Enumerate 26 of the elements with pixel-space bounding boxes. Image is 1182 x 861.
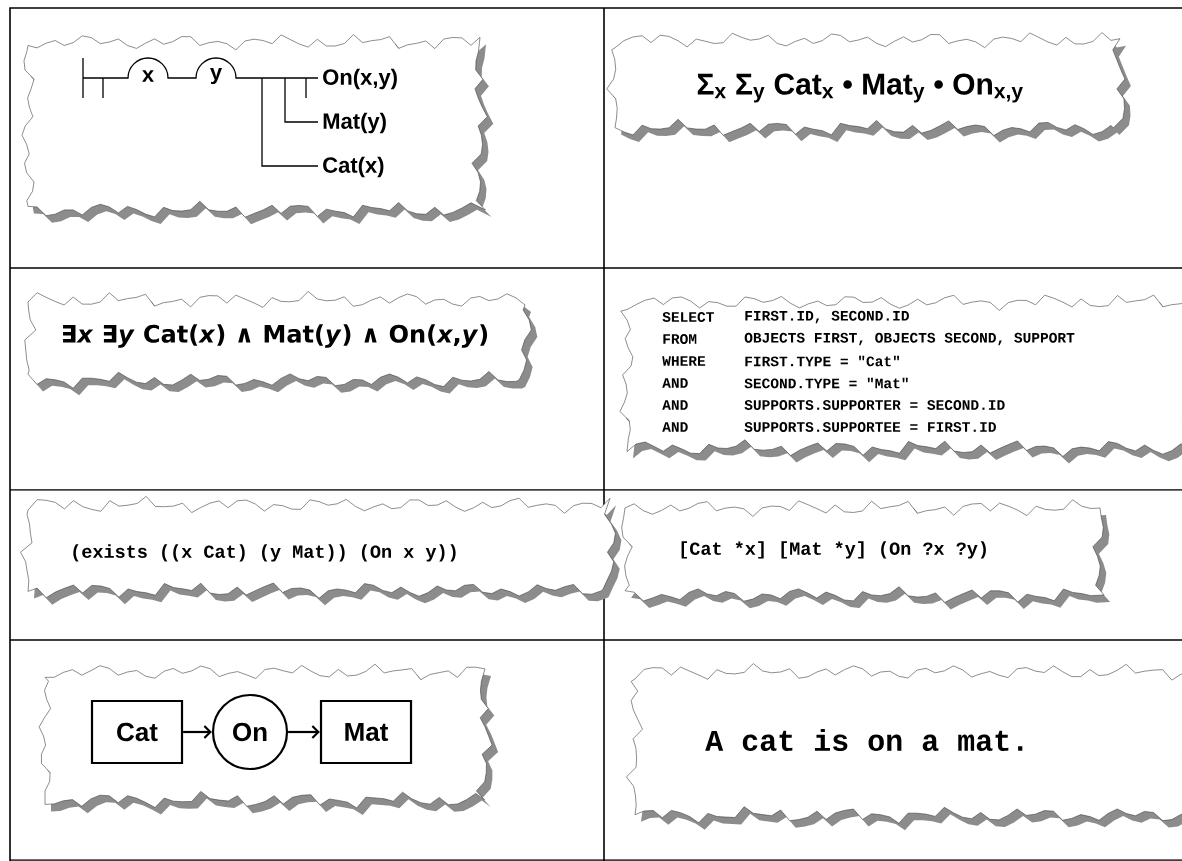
code-line: OBJECTS FIRST, OBJECTS SECOND, SUPPORT <box>744 332 1075 346</box>
code-line: FIRST.ID, SECOND.ID <box>745 310 909 324</box>
code-line: WHERE <box>662 356 706 366</box>
code-line: AND <box>662 378 688 388</box>
code-line: AND <box>662 400 688 410</box>
sentence-text: A cat is on a mat. <box>705 729 1023 751</box>
arrow <box>288 725 320 739</box>
code-line: SECOND.TYPE = "Mat" <box>744 377 908 389</box>
arrow <box>183 725 212 739</box>
code-line: SUPPORTS.SUPPORTEE = FIRST.ID <box>744 422 996 432</box>
predicate-label: Cat(x) <box>323 156 384 178</box>
formula-text: ∃x ∃y Cat(x) ∧ Mat(y) ∧ On(x,y) <box>63 324 488 348</box>
code-line: SELECT <box>662 312 714 322</box>
variable-label: x <box>142 70 154 82</box>
formula-text: Σ$_{x}$ Σ$_{y}$ Cat$_{x}$ • Mat$_{y}$ • On$_{x,y}$ <box>697 73 1023 103</box>
code-line: SUPPORTS.SUPPORTER = SECOND.ID <box>744 400 1005 410</box>
concept-box: Cat <box>90 699 184 765</box>
predicate-label: Mat(y) <box>323 112 386 134</box>
concept-box: Mat <box>319 699 413 765</box>
code-line: [Cat *x] [Mat *y] (On ?x ?y) <box>681 541 986 559</box>
code-line: (exists ((x Cat) (y Mat)) (On x y)) <box>73 544 456 562</box>
variable-label: y <box>210 67 222 85</box>
code-line: FIRST.TYPE = "Cat" <box>745 355 900 367</box>
code-line: AND <box>662 422 688 432</box>
code-line: FROM <box>663 334 697 344</box>
predicate-label: On(x,y) <box>323 68 397 90</box>
